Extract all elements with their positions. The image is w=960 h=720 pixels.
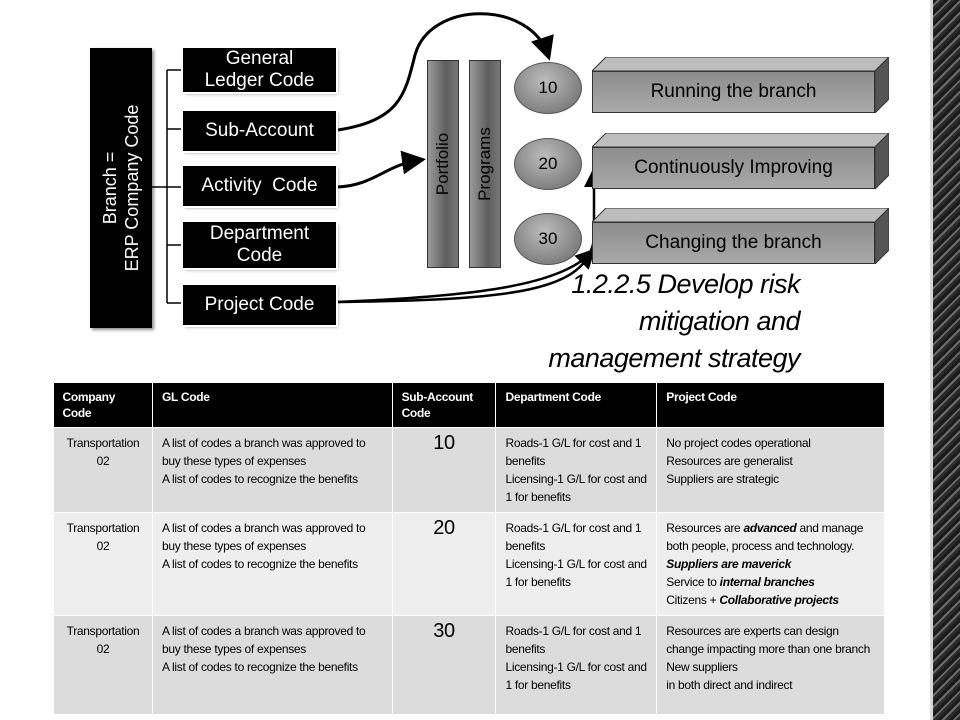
department-cell: Roads-1 G/L for cost and 1 benefits Lice…	[495, 427, 658, 513]
header-department-code: Department Code	[495, 383, 658, 428]
header-project-code: Project Code	[656, 383, 885, 428]
company-cell: Transportation 02	[53, 512, 153, 616]
heading-line2: mitigation and	[638, 306, 801, 336]
gl-cell: A list of codes a branch was approved to…	[151, 615, 393, 715]
table-row: Transportation 02 A list of codes a bran…	[53, 427, 885, 513]
level-20-oval: 20	[514, 138, 582, 190]
company-cell: Transportation 02	[53, 427, 153, 513]
bracket-lines	[152, 69, 183, 304]
portfolio-label: Portfolio	[433, 132, 452, 196]
gl-cell: A list of codes a branch was approved to…	[151, 427, 393, 513]
header-sub-account-code: Sub-Account Code	[392, 383, 497, 428]
sub-account-box: Sub-Account	[181, 109, 338, 153]
sub-account-cell: 30	[391, 615, 497, 715]
sub-account-label: Sub-Account	[205, 120, 314, 141]
level-10-number: 10	[538, 78, 558, 97]
company-code-line1: Branch =	[100, 151, 120, 225]
portfolio-pillar: Portfolio	[427, 60, 459, 268]
continuously-improving-label: Continuously Improving	[634, 157, 833, 178]
subaccount-arrow	[337, 12, 554, 132]
general-ledger-code-box: General Ledger Code	[181, 46, 338, 94]
programs-label: Programs	[475, 127, 494, 201]
header-company-code: Company Code	[53, 383, 153, 428]
sub-account-cell: 20	[391, 512, 497, 616]
company-cell: Transportation 02	[53, 615, 153, 715]
department-cell: Roads-1 G/L for cost and 1 benefits Lice…	[495, 512, 658, 616]
department-cell: Roads-1 G/L for cost and 1 benefits Lice…	[495, 615, 658, 715]
level-30-number: 30	[538, 229, 558, 248]
project-cell: No project codes operational Resources a…	[656, 427, 885, 513]
table-row: Transportation 02 A list of codes a bran…	[53, 512, 885, 616]
sub-account-cell: 10	[391, 427, 497, 513]
gl-cell: A list of codes a branch was approved to…	[151, 512, 393, 616]
running-the-branch-box: Running the branch	[592, 57, 889, 113]
project-code-box: Project Code	[181, 283, 338, 327]
slide-edge-decoration	[930, 0, 960, 720]
activity-code-label: Activity Code	[201, 175, 318, 196]
heading-line3: management strategy	[548, 343, 800, 373]
continuously-improving-box: Continuously Improving	[592, 133, 889, 189]
heading-line1: 1.2.2.5 Develop risk	[571, 269, 800, 299]
changing-the-branch-label: Changing the branch	[645, 232, 822, 253]
company-code-line2: ERP Company Code	[122, 104, 142, 272]
project-cell: Resources are experts can design change …	[656, 615, 885, 715]
level-20-number: 20	[538, 154, 558, 173]
activity-code-box: Activity Code	[181, 164, 338, 208]
project-code-label: Project Code	[204, 294, 315, 315]
activity-arrow	[337, 150, 426, 189]
project-cell: Resources are advanced and manage both p…	[656, 512, 885, 616]
table-header-row: Company Code GL Code Sub-Account Code De…	[53, 383, 885, 428]
general-ledger-code-label: General Ledger Code	[204, 48, 315, 91]
changing-the-branch-box: Changing the branch	[592, 208, 889, 264]
level-10-oval: 10	[514, 62, 582, 114]
programs-pillar: Programs	[469, 60, 501, 268]
header-gl-code: GL Code	[152, 383, 393, 428]
project-arrow-30	[337, 248, 596, 304]
slide-heading: 1.2.2.5 Develop risk mitigation and mana…	[540, 266, 800, 377]
department-code-label: Department Code	[209, 223, 310, 266]
running-the-branch-label: Running the branch	[650, 81, 817, 102]
code-table: Company Code GL Code Sub-Account Code De…	[53, 383, 885, 715]
department-code-box: Department Code	[181, 220, 338, 270]
table-row: Transportation 02 A list of codes a bran…	[53, 615, 885, 715]
company-code-bar: Branch = ERP Company Code	[90, 48, 152, 328]
level-30-oval: 30	[514, 213, 582, 265]
